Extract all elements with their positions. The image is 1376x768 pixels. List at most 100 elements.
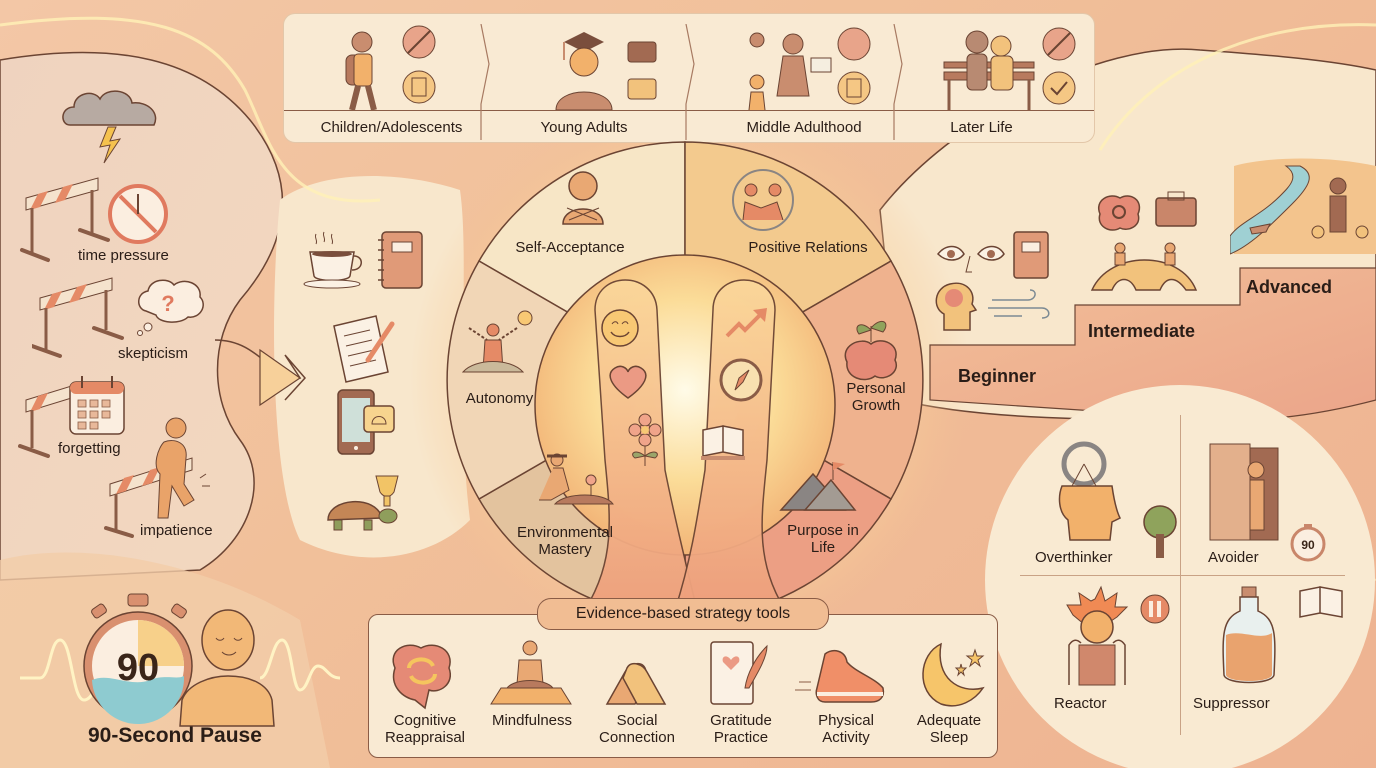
moon-stars-icon: [922, 642, 985, 707]
coffee-cup-icon: [303, 231, 362, 289]
life-stage-young-adults[interactable]: Young Adults: [489, 14, 689, 142]
checkmark-icon: [1042, 71, 1076, 105]
barrier-label: impatience: [140, 522, 213, 539]
brain-gear-icon: [1097, 195, 1141, 231]
life-stage-children[interactable]: Children/Adolescents: [284, 14, 484, 142]
stage-divider: [893, 24, 903, 140]
mountain-flag-icon: [779, 462, 857, 511]
strategy-label-social-connection[interactable]: Social Connection: [587, 712, 687, 746]
quadrant-divider: [1020, 575, 1345, 576]
segment-label-purpose: Purpose in Life: [787, 522, 859, 556]
overthinker-icons: [1058, 441, 1177, 558]
life-stage-label: Children/Adolescents: [320, 119, 463, 136]
calendar-icon: [69, 376, 125, 435]
segment-label-autonomy: Autonomy: [465, 390, 534, 407]
no-isolation-icon: [402, 25, 436, 59]
strategy-label-mindfulness[interactable]: Mindfulness: [482, 712, 582, 730]
group-icon: [837, 27, 871, 61]
bridge-people-icon: [1090, 242, 1198, 291]
strategy-label-gratitude-practice[interactable]: Gratitude Practice: [691, 712, 791, 746]
brain-cycle-icon: [392, 644, 452, 710]
clasped-hands-icon: [605, 662, 667, 705]
river-guide-icon: [1230, 158, 1376, 255]
life-stage-middle-adulthood[interactable]: Middle Adulthood: [694, 14, 894, 142]
segment-label-environmental-mastery: Environmental Mastery: [517, 524, 613, 558]
avoider-timer-text: 90: [1301, 538, 1315, 552]
hurdle-icon: [20, 177, 110, 262]
segment-label-self-acceptance: Self-Acceptance: [515, 239, 625, 256]
life-stage-label: Later Life: [950, 119, 1013, 136]
svg-text:?: ?: [161, 291, 174, 316]
breaking-chains-icon: [461, 310, 533, 373]
checklist-icon: [837, 71, 871, 105]
breath-wind-icon: [988, 289, 1050, 319]
strategy-label-line: Physical: [818, 712, 874, 729]
smile-icon: [601, 309, 639, 347]
timer-90-icon: 90: [1290, 524, 1326, 562]
handshake-cycle-icon: [732, 169, 794, 231]
graduate-icon: [555, 32, 613, 110]
no-fall-icon: [1042, 27, 1076, 61]
heart-icon: [609, 365, 647, 399]
storm-cloud-icon: [62, 90, 157, 164]
barrier-label: time pressure: [78, 247, 169, 264]
level-label-advanced: Advanced: [1246, 277, 1333, 297]
life-stages-strip: Children/Adolescents Young Adults Middle…: [283, 13, 1095, 143]
exploding-head-icon: [1066, 585, 1129, 686]
profile-label-suppressor: Suppressor: [1193, 695, 1270, 712]
question-thought-icon: ?: [137, 279, 204, 336]
stage-divider: [685, 24, 695, 140]
strategy-label-adequate-sleep[interactable]: Adequate Sleep: [899, 712, 999, 746]
briefcase-icon: [627, 78, 657, 100]
barrier-label: skepticism: [118, 345, 189, 362]
strategy-label-line: Activity: [822, 728, 870, 746]
solutions-column: [290, 210, 450, 540]
level-label-intermediate: Intermediate: [1088, 321, 1196, 341]
trend-up-icon: [725, 308, 767, 338]
flower-icon: [628, 413, 662, 466]
profile-label-overthinker: Overthinker: [1035, 549, 1113, 566]
calm-person-icon: [179, 609, 275, 727]
level-label-beginner: Beginner: [958, 366, 1037, 386]
suppressor-icons: [1222, 586, 1343, 684]
briefcase-icon: [627, 41, 657, 63]
open-book-icon: [701, 425, 745, 460]
profile-label-reactor: Reactor: [1054, 695, 1107, 712]
segment-label-personal-growth: Personal Growth: [846, 380, 906, 414]
strategy-label-line: Gratitude: [710, 712, 772, 729]
life-stage-later-life[interactable]: Later Life: [899, 14, 1094, 142]
strategy-label-line: Adequate: [916, 712, 982, 729]
phone-reminder-icon: [337, 389, 395, 455]
journal-quill-icon: [710, 641, 768, 705]
gardener-icon: [539, 453, 614, 505]
pause-label: 90-Second Pause: [88, 724, 262, 747]
barriers-panel: time pressure ? skepticism forgetting: [0, 0, 290, 560]
segment-label-positive-relations: Positive Relations: [748, 239, 868, 256]
wellbeing-wheel: [446, 141, 924, 610]
strategy-label-line: Social: [616, 712, 658, 729]
intermediate-icons: [1090, 191, 1198, 291]
regulation-profiles: 90 Overthinker Avoider Reactor Suppresso…: [990, 400, 1370, 740]
no-clock-icon: [108, 184, 168, 244]
strategy-label-line: Reappraisal: [384, 728, 466, 746]
hamster-wheel-head-icon: [1058, 441, 1122, 541]
barrier-label: forgetting: [58, 440, 121, 457]
reactor-icons: [1066, 585, 1170, 686]
life-stage-label: Middle Adulthood: [746, 119, 862, 136]
running-shoe-icon: [795, 649, 885, 703]
bottled-emotion-icon: [1222, 586, 1276, 684]
avoider-icons: 90: [1209, 443, 1326, 562]
observe-eyes-icon: [936, 245, 1005, 273]
tree-icon: [1143, 505, 1177, 558]
strategy-label-line: Practice: [713, 728, 769, 746]
elderly-couple-bench-icon: [943, 30, 1035, 110]
strategy-label-physical-activity[interactable]: Physical Activity: [796, 712, 896, 746]
open-book-icon: [1299, 586, 1343, 618]
strategy-label-line: Mindfulness: [491, 712, 573, 729]
strategy-tools-title: Evidence-based strategy tools: [537, 598, 829, 630]
profile-label-avoider: Avoider: [1208, 549, 1259, 566]
parent-family-icon: [748, 32, 832, 110]
life-stage-label: Young Adults: [540, 119, 628, 136]
checklist-pen-icon: [333, 315, 395, 383]
strategy-label-cognitive-reappraisal[interactable]: Cognitive Reappraisal: [375, 712, 475, 746]
